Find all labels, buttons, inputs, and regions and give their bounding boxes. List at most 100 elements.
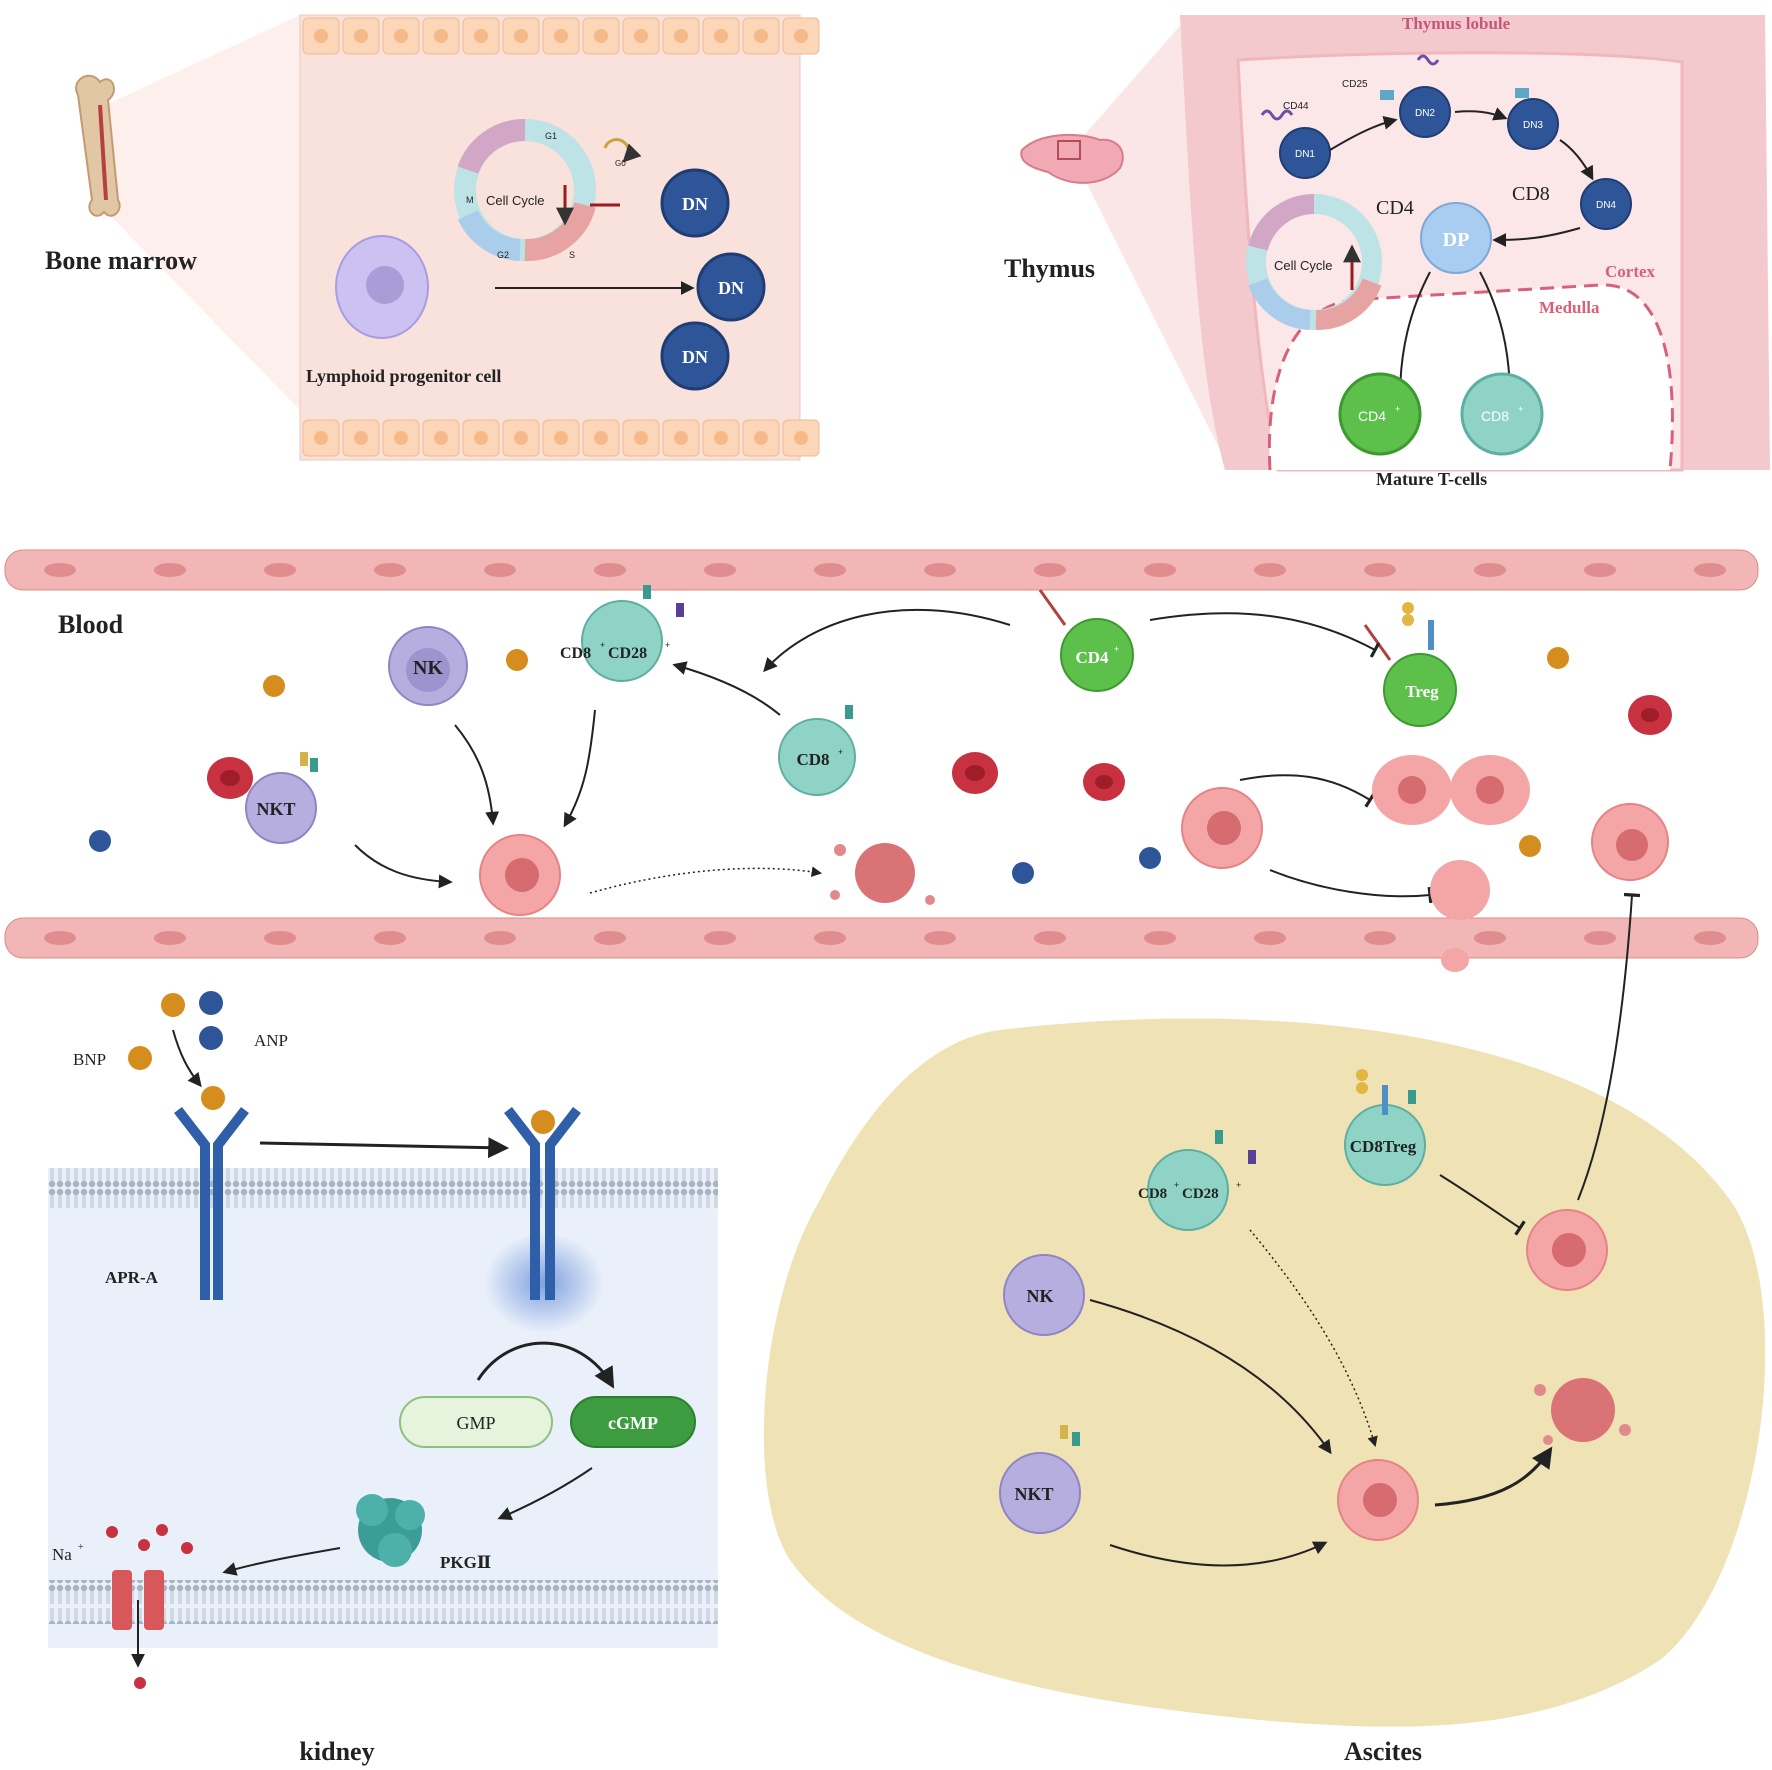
thymus-panel: Thymus Thymus lobule Cortex Medulla CD44…: [1004, 14, 1770, 489]
svg-text:DN3: DN3: [1523, 120, 1543, 131]
svg-text:CD4: CD4: [1358, 408, 1386, 424]
svg-text:DP: DP: [1443, 229, 1470, 251]
endothelial-nucleus: [1034, 563, 1066, 577]
epithelial-nucleus: [674, 29, 688, 43]
bone-marrow-panel: Bone marrow Cell Cycle G1 S G2 M G0 Lymp…: [45, 14, 820, 461]
tumor-cell: [479, 834, 561, 916]
dn-cell: DN: [696, 252, 766, 322]
anp-molecule: [199, 991, 223, 1015]
endothelial-nucleus: [154, 563, 186, 577]
epithelial-nucleus: [754, 29, 768, 43]
cgmp-box: [570, 1396, 696, 1448]
endothelial-nucleus: [1254, 931, 1286, 945]
cgmp-label: cGMP: [608, 1413, 658, 1433]
receptor-label: APR-A: [105, 1268, 159, 1287]
endothelial-nucleus: [1034, 931, 1066, 945]
endothelial-nucleus: [594, 563, 626, 577]
svg-text:DN: DN: [682, 194, 708, 214]
svg-text:+: +: [1395, 404, 1400, 414]
svg-text:+: +: [600, 640, 605, 650]
mature-t-cells-label: Mature T-cells: [1376, 469, 1487, 489]
activation-glow: [484, 1233, 604, 1333]
endothelial-nucleus: [1474, 931, 1506, 945]
sodium-ion: [181, 1542, 193, 1554]
svg-text:CD8: CD8: [560, 645, 591, 662]
phase-s: S: [569, 250, 575, 260]
receptor-icon: [174, 1106, 249, 1300]
dp-cell: DP: [1420, 202, 1492, 274]
dn3-cell: DN3: [1507, 88, 1559, 150]
endothelial-nucleus: [814, 563, 846, 577]
red-blood-cell-icon: [1628, 695, 1672, 735]
thymus-cell-cycle-label: Cell Cycle: [1274, 258, 1333, 273]
cd8-cd28-cell: CD8+CD28+: [1138, 1130, 1256, 1231]
marrow-epithelium-bottom: [302, 419, 820, 457]
epithelial-nucleus: [794, 29, 808, 43]
bnp-molecule: [128, 1046, 152, 1070]
epithelial-nucleus: [674, 431, 688, 445]
phase-g1: G1: [545, 131, 557, 141]
endothelial-nucleus: [1144, 931, 1176, 945]
epithelial-nucleus: [634, 431, 648, 445]
svg-text:CD8: CD8: [1481, 408, 1509, 424]
marrow-epithelium-top: [302, 17, 820, 55]
red-blood-cell-icon: [207, 757, 253, 799]
dn1-cell: DN1: [1260, 109, 1331, 179]
activated-receptor-icon: [504, 1106, 581, 1300]
vessel-wall-top: [4, 549, 1759, 591]
mature-cd4-cell: CD4 +: [1338, 372, 1422, 456]
lymphoid-progenitor-cell: [335, 235, 429, 339]
ascites-panel: CD8+CD28+ CD8Treg NK NKT Ascites: [763, 892, 1766, 1766]
epithelial-nucleus: [314, 29, 328, 43]
bnp-molecule: [1547, 647, 1569, 669]
dn-cell: DN: [660, 168, 730, 238]
epithelial-nucleus: [354, 431, 368, 445]
endothelial-nucleus: [374, 563, 406, 577]
epithelial-nucleus: [554, 29, 568, 43]
endothelial-nucleus: [484, 931, 516, 945]
epithelial-nucleus: [514, 431, 528, 445]
mature-cd8-cell: CD8+: [1460, 372, 1544, 456]
nk-cell: NK: [1003, 1254, 1085, 1336]
blood-title: Blood: [58, 610, 124, 639]
marker-cd44: CD44: [1283, 101, 1309, 112]
cell-cycle-wheel: Cell Cycle G1 S G2 M G0: [454, 118, 642, 262]
bnp-molecule: [263, 675, 285, 697]
cd8-cd28-cell: CD8+CD28+: [560, 585, 684, 682]
endothelial-nucleus: [924, 563, 956, 577]
svg-text:NKT: NKT: [1014, 1484, 1053, 1504]
svg-text:NK: NK: [413, 657, 443, 679]
nk-cell: NK: [388, 626, 468, 706]
epithelial-nucleus: [474, 431, 488, 445]
epithelial-nucleus: [394, 431, 408, 445]
bnp-label: BNP: [73, 1050, 106, 1069]
phase-m: M: [466, 195, 474, 205]
epithelial-nucleus: [794, 431, 808, 445]
svg-text:+: +: [838, 747, 843, 757]
bone-icon: [75, 75, 121, 217]
svg-text:DN2: DN2: [1415, 108, 1435, 119]
epithelial-nucleus: [434, 431, 448, 445]
epithelial-nucleus: [594, 431, 608, 445]
sodium-ion: [106, 1526, 118, 1538]
dividing-tumor-cell: [1372, 755, 1530, 825]
svg-text:NK: NK: [1027, 1286, 1054, 1306]
thymus-title: Thymus: [1004, 254, 1095, 283]
bnp-molecule: [161, 993, 185, 1017]
sodium-ion: [138, 1539, 150, 1551]
endothelial-nucleus: [814, 931, 846, 945]
svg-text:Treg: Treg: [1405, 682, 1439, 701]
blood-panel: Blood NK NKT CD8+CD28+ CD8+ CD4+ Treg: [4, 549, 1759, 972]
tumor-cell: [1526, 1209, 1608, 1291]
anp-label: ANP: [254, 1031, 288, 1050]
vessel-wall-bottom: [4, 917, 1759, 959]
phase-g0: G0: [615, 159, 626, 168]
phase-g2: G2: [497, 250, 509, 260]
svg-text:CD28: CD28: [608, 645, 647, 662]
dying-tumor-cell: [1534, 1378, 1631, 1445]
bone-marrow-title: Bone marrow: [45, 246, 197, 275]
dn2-cell: DN2: [1380, 54, 1451, 138]
membrane-top: [48, 1168, 718, 1212]
epithelial-nucleus: [514, 29, 528, 43]
